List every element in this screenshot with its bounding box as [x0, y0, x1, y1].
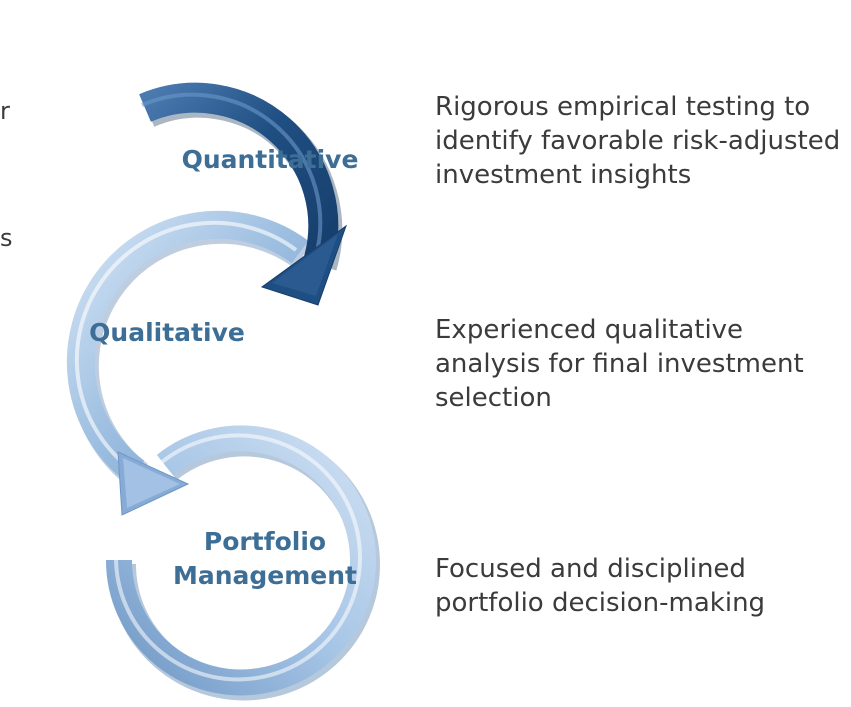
quantitative-label: Quantitative [181, 145, 359, 174]
qualitative-label: Qualitative [89, 318, 245, 347]
portfolio-management-description: Focused and disciplined portfolio decisi… [435, 554, 766, 618]
portfolio-management-label: Portfolio Management [165, 525, 365, 593]
qualitative-arrow [66, 210, 312, 516]
portfolio-management-arrow [105, 425, 380, 701]
portfolio-management-label-line1: Portfolio [203, 527, 327, 556]
qualitative-description: Experienced qualitative analysis for fin… [435, 315, 804, 413]
quantitative-arrow [139, 82, 348, 306]
left-edge-fragment-2: s [0, 224, 13, 252]
portfolio-management-label-line2: Management [172, 561, 358, 590]
left-edge-fragment-1: r [0, 97, 10, 125]
quantitative-description: Rigorous empirical testing to identify f… [435, 92, 841, 190]
